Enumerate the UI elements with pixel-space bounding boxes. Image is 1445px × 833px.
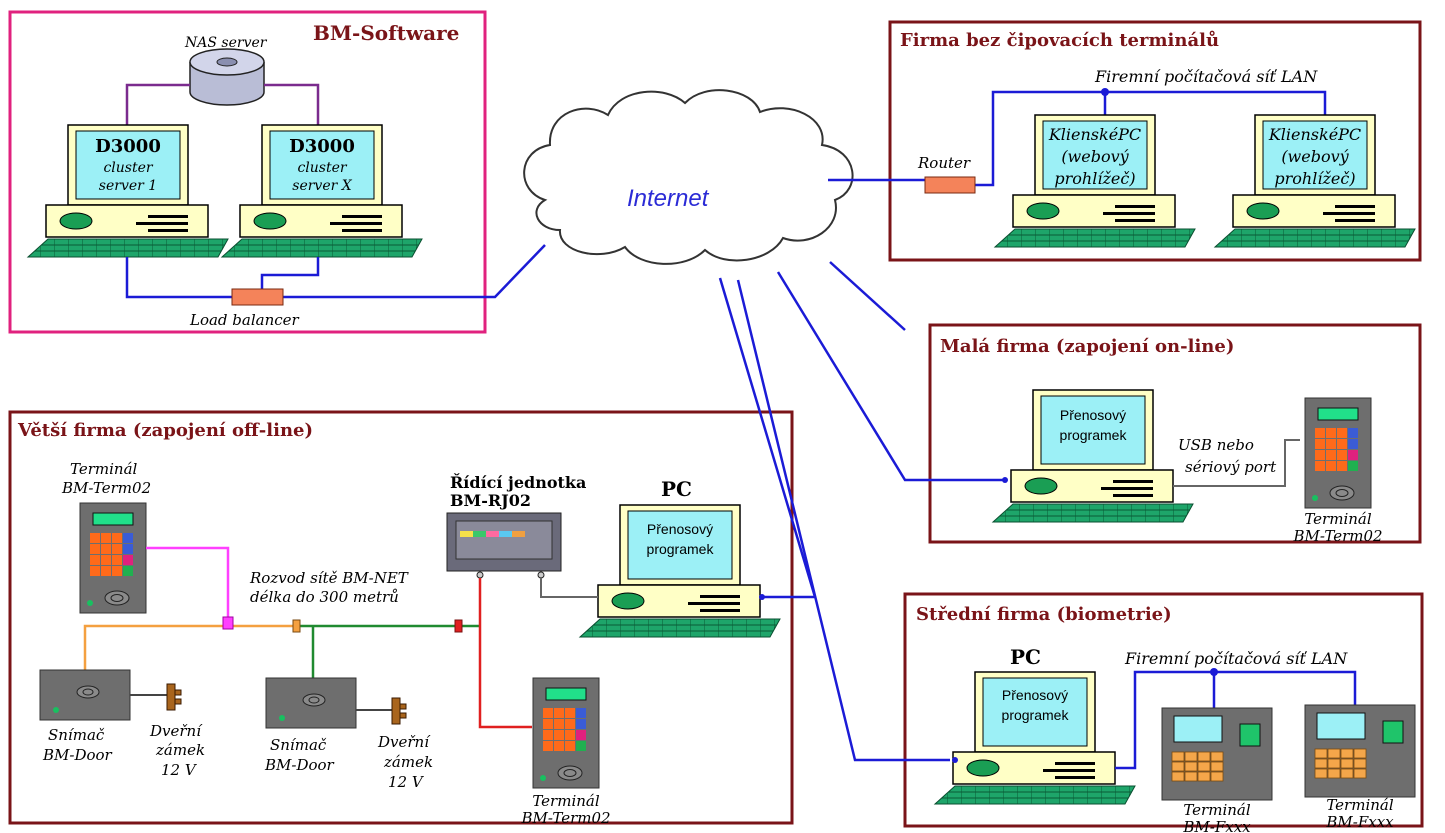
client-pc-1-line1: KlienskéPC — [1048, 125, 1141, 144]
client-pc-2-line2: (webový — [1281, 147, 1349, 166]
nas-server — [189, 48, 265, 106]
lan-label-bottom: Firemní počítačová síť LAN — [1124, 649, 1348, 668]
stredni-pc-label: PC — [1010, 645, 1041, 669]
client-pc-1-line3: prohlížeč) — [1054, 169, 1135, 188]
bus-line2: délka do 300 metrů — [250, 588, 399, 606]
mala-terminal-line2: BM-Term02 — [1292, 527, 1382, 545]
vetsi-pc-label: PC — [661, 477, 692, 501]
box-bm-software — [8, 10, 487, 334]
vetsi-term-bottom-line2: BM-Term02 — [520, 809, 610, 827]
vetsi-terminal-bottom — [532, 677, 600, 789]
door-lock-1 — [166, 683, 182, 711]
client-pc-1-line2: (webový — [1061, 147, 1129, 166]
vetsi-pc-line1: Přenosový — [647, 521, 713, 537]
lock1-line2: zámek — [155, 741, 205, 759]
bio1-line2: BM-Fxxx — [1182, 818, 1251, 833]
lan-label-top: Firemní počítačová síť LAN — [1094, 67, 1318, 86]
door-lock-2 — [391, 697, 407, 725]
load-balancer — [231, 288, 284, 306]
rj-line1: Řídící jednotka — [450, 472, 586, 492]
vetsi-term-bottom-line1: Terminál — [532, 792, 600, 810]
serverx-cluster: cluster — [297, 160, 347, 176]
title-mala-firma: Malá firma (zapojení on-line) — [940, 336, 1234, 357]
box-stredni-firma — [903, 592, 1424, 828]
box-vetsi-firma — [8, 410, 794, 825]
mala-terminal — [1304, 397, 1372, 509]
server1-cluster: cluster — [103, 160, 153, 176]
client-pc-2-line3: prohlížeč) — [1274, 169, 1355, 188]
mala-terminal-line1: Terminál — [1304, 510, 1372, 528]
door-reader-2 — [265, 677, 357, 729]
server1-d3000: D3000 — [95, 136, 161, 157]
stredni-pc-line1: Přenosový — [1002, 687, 1068, 703]
box-mala-firma — [928, 323, 1422, 544]
mala-link-line2: sériový port — [1185, 458, 1277, 476]
serverx-d3000: D3000 — [289, 136, 355, 157]
reader2-line2: BM-Door — [264, 756, 335, 774]
bio-terminal-1 — [1161, 707, 1273, 801]
internet-label: Internet — [627, 185, 710, 212]
reader1-line2: BM-Door — [42, 746, 113, 764]
vetsi-term-top-line1: Terminál — [70, 460, 138, 478]
internet-links — [283, 178, 1005, 762]
title-vetsi-firma: Větší firma (zapojení off-line) — [17, 420, 313, 441]
mala-pc-line2: programek — [1060, 427, 1128, 443]
vetsi-term-top-line2: BM-Term02 — [61, 479, 151, 497]
box-firma-bez — [888, 20, 1422, 262]
lock1-line1: Dveřní — [149, 722, 203, 740]
router-label: Router — [917, 154, 971, 172]
reader2-line1: Snímač — [270, 736, 327, 754]
mala-link-line1: USB nebo — [1178, 436, 1254, 454]
rj-line2: BM-RJ02 — [450, 491, 531, 510]
lock1-line3: 12 V — [161, 761, 198, 779]
lock2-line1: Dveřní — [377, 733, 431, 751]
lock2-line2: zámek — [383, 753, 433, 771]
router — [924, 176, 976, 194]
mala-pc-line1: Přenosový — [1060, 407, 1126, 423]
title-stredni-firma: Střední firma (biometrie) — [916, 604, 1172, 625]
bus-line1: Rozvod sítě BM-NET — [249, 569, 409, 587]
control-unit-rj02 — [446, 512, 562, 579]
client-pc-2-line1: KlienskéPC — [1268, 125, 1361, 144]
vetsi-terminal-top — [79, 502, 147, 614]
nas-label: NAS server — [184, 35, 268, 51]
internet-cloud — [523, 89, 854, 265]
title-firma-bez: Firma bez čipovacích terminálů — [900, 29, 1219, 51]
bio-terminal-2 — [1304, 704, 1416, 798]
serverx-name: server X — [292, 178, 352, 194]
bio2-line1: Terminál — [1326, 796, 1394, 814]
door-reader-1 — [39, 669, 131, 721]
server1-name: server 1 — [99, 178, 157, 194]
bio1-line1: Terminál — [1183, 801, 1251, 819]
lock2-line3: 12 V — [388, 773, 425, 791]
stredni-pc-line2: programek — [1002, 707, 1070, 723]
load-balancer-label: Load balancer — [189, 311, 300, 329]
vetsi-pc-line2: programek — [647, 541, 715, 557]
reader1-line1: Snímač — [48, 726, 105, 744]
title-bm-software: BM-Software — [313, 21, 459, 45]
bio2-line2: BM-Fxxx — [1325, 813, 1394, 831]
